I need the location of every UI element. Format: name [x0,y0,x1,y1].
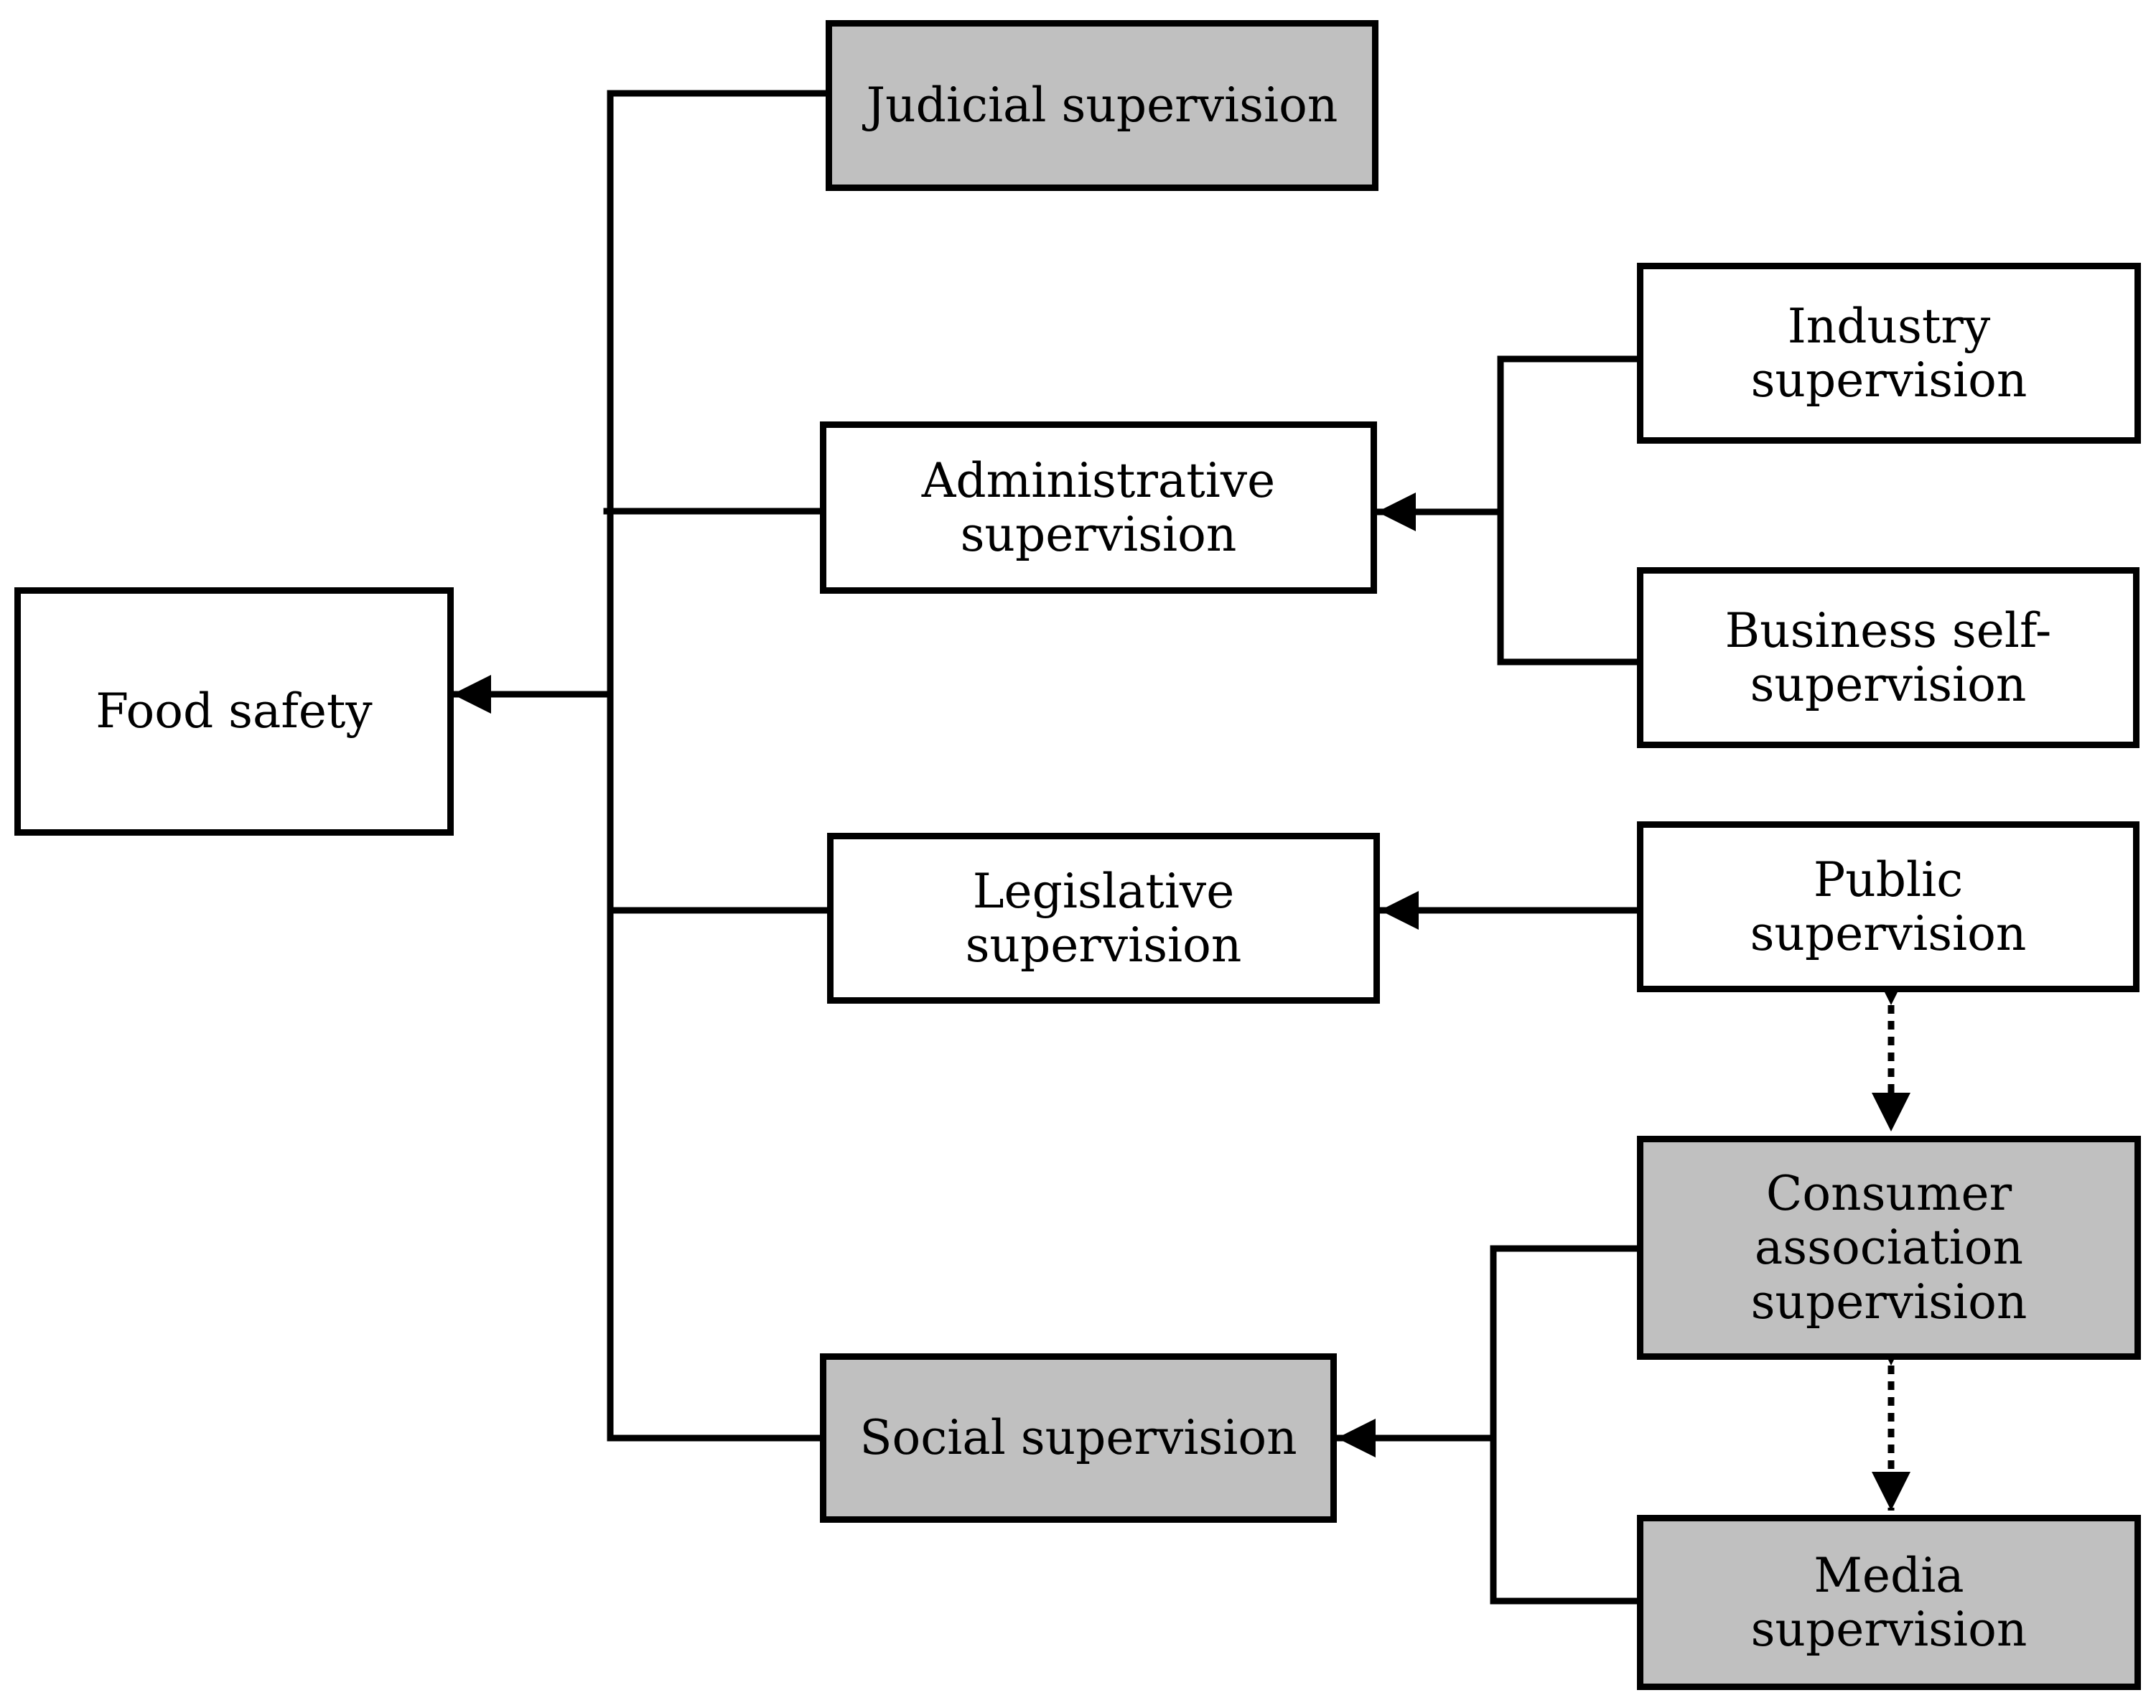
node-administrative-supervision-label: Administrative supervision [921,452,1276,562]
node-consumer-association-supervision: Consumer association supervision [1637,1136,2141,1360]
node-business-self-supervision-label: Business self- supervision [1725,602,2052,712]
node-food-safety: Food safety [14,587,454,836]
node-food-safety-label: Food safety [95,683,373,739]
node-legislative-supervision-label: Legislative supervision [965,863,1242,973]
connector-administrative-feeder [1497,355,1641,666]
node-media-supervision-label: Media supervision [1750,1547,2027,1657]
node-business-self-supervision: Business self- supervision [1637,567,2139,748]
node-judicial-supervision: Judicial supervision [826,20,1378,191]
node-industry-supervision-label: Industry supervision [1750,298,2027,408]
node-media-supervision: Media supervision [1637,1515,2141,1690]
node-industry-supervision: Industry supervision [1637,263,2141,444]
connector-main-trunk [607,90,829,1442]
connector-social-feeder [1490,1245,1641,1605]
node-administrative-supervision: Administrative supervision [820,421,1377,594]
node-social-supervision: Social supervision [820,1353,1337,1523]
node-legislative-supervision: Legislative supervision [827,833,1380,1004]
node-public-supervision: Public supervision [1637,821,2139,992]
node-judicial-supervision-label: Judicial supervision [866,78,1338,134]
node-social-supervision-label: Social supervision [859,1410,1297,1466]
node-public-supervision-label: Public supervision [1750,851,2027,961]
node-consumer-association-supervision-label: Consumer association supervision [1750,1166,2027,1330]
